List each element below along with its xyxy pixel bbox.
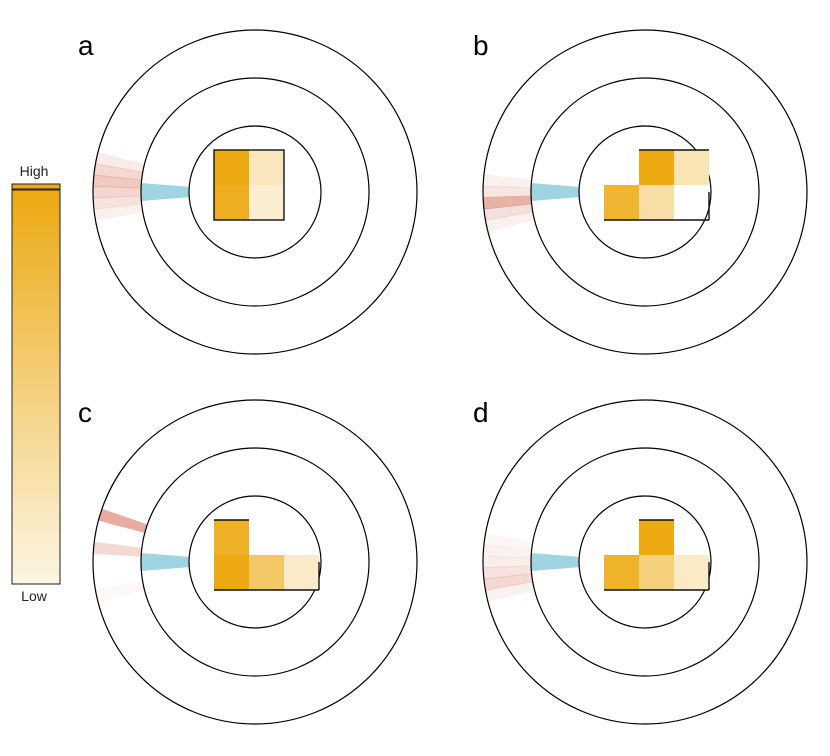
panel-letter-b: b bbox=[473, 30, 489, 61]
grid-cell bbox=[214, 555, 249, 590]
inner-ring bbox=[188, 125, 322, 259]
grid-cell bbox=[249, 150, 284, 185]
red-wedge bbox=[98, 508, 148, 533]
blue-wedge bbox=[141, 183, 190, 201]
panel-c: c bbox=[78, 397, 418, 725]
red-wedge bbox=[93, 195, 142, 210]
inner-ring bbox=[578, 495, 712, 629]
blue-wedge bbox=[531, 183, 580, 201]
blue-wedge bbox=[141, 553, 190, 571]
red-wedge bbox=[485, 581, 535, 602]
panel-letter-d: d bbox=[473, 397, 489, 428]
grid-outline bbox=[213, 149, 285, 221]
grid-cell bbox=[604, 185, 639, 220]
red-wedge bbox=[483, 185, 532, 199]
panel-d: d bbox=[473, 397, 808, 725]
middle-ring bbox=[140, 77, 370, 307]
grid-cell bbox=[674, 150, 709, 185]
occupancy-grid bbox=[214, 150, 284, 220]
red-wedge bbox=[93, 203, 143, 221]
red-wedge bbox=[483, 555, 532, 569]
red-wedge bbox=[93, 174, 142, 189]
grid-cell bbox=[639, 520, 674, 555]
grid-cell bbox=[214, 150, 249, 185]
panels-group: a b c d bbox=[78, 29, 808, 725]
legend-gradient-bar bbox=[11, 189, 61, 585]
grid-cell bbox=[674, 555, 709, 590]
occupancy-grid bbox=[604, 150, 709, 220]
red-wedge bbox=[95, 152, 145, 173]
occupancy-grid bbox=[604, 520, 709, 590]
outer-ring bbox=[482, 29, 808, 355]
red-wedge bbox=[483, 544, 532, 559]
red-wedge bbox=[95, 581, 145, 602]
legend-high-label: High bbox=[20, 163, 49, 179]
middle-ring bbox=[530, 77, 760, 307]
red-wedge bbox=[483, 195, 532, 210]
red-wedge bbox=[483, 565, 532, 580]
panel-a: a bbox=[78, 29, 418, 355]
outer-ring bbox=[482, 399, 808, 725]
panel-b: b bbox=[473, 29, 808, 355]
grid-cell bbox=[639, 555, 674, 590]
inner-ring bbox=[188, 495, 322, 629]
panel-letter-a: a bbox=[78, 30, 94, 61]
panel-letter-c: c bbox=[78, 397, 92, 428]
red-wedge bbox=[483, 174, 532, 189]
inner-ring bbox=[578, 125, 712, 259]
grid-cell bbox=[604, 555, 639, 590]
red-wedge bbox=[483, 533, 533, 551]
grid-cell bbox=[214, 185, 249, 220]
outer-ring bbox=[92, 399, 418, 725]
red-wedge bbox=[92, 185, 142, 199]
middle-ring bbox=[140, 447, 370, 677]
grid-cell bbox=[214, 520, 249, 555]
outer-ring bbox=[92, 29, 418, 355]
blue-wedge bbox=[531, 553, 580, 571]
grid-cell bbox=[249, 185, 284, 220]
legend-high-swatch bbox=[11, 183, 61, 190]
legend-low-label: Low bbox=[21, 588, 48, 604]
color-legend: High Low bbox=[11, 163, 61, 604]
grid-cell bbox=[639, 185, 674, 220]
middle-ring bbox=[530, 447, 760, 677]
red-wedge bbox=[93, 541, 142, 557]
red-wedge bbox=[485, 211, 535, 232]
red-wedge bbox=[483, 573, 533, 591]
occupancy-grid bbox=[214, 520, 319, 590]
grid-cell bbox=[249, 555, 284, 590]
grid-cell bbox=[639, 150, 674, 185]
grid-cell bbox=[284, 555, 319, 590]
red-wedge bbox=[93, 163, 143, 181]
